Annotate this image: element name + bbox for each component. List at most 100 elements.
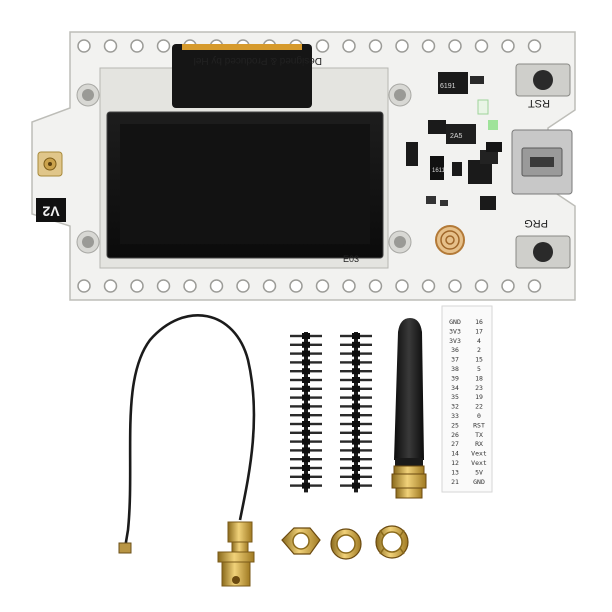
header-pin-block xyxy=(302,456,310,463)
pin-label: 5V xyxy=(475,468,483,476)
pin-label: GND xyxy=(473,478,485,486)
pin-hole xyxy=(183,279,197,293)
header-pin-block xyxy=(352,368,360,375)
pin-label: 36 xyxy=(451,346,459,354)
version-label: V2 xyxy=(42,203,59,219)
pin-hole xyxy=(236,279,250,293)
pin-hole xyxy=(315,39,330,53)
pin-label: 13 xyxy=(451,468,459,476)
pin-label: 4 xyxy=(477,337,481,345)
header-pin-block xyxy=(352,350,360,357)
pin-hole xyxy=(527,279,542,293)
pin-hole xyxy=(501,279,515,293)
ipex-pigtail-cable xyxy=(118,314,256,587)
header-pin-block xyxy=(352,456,360,463)
pin-hole xyxy=(77,39,91,53)
pin-label: 26 xyxy=(451,431,459,439)
pin-label: 39 xyxy=(451,374,459,382)
pin-label: 0 xyxy=(477,412,481,420)
header-pin-block xyxy=(352,359,360,366)
pin-hole xyxy=(130,279,144,293)
header-pin-block xyxy=(302,359,310,366)
header-pin-block xyxy=(302,385,310,392)
pin-label: Vext xyxy=(471,459,487,467)
pin-hole xyxy=(448,39,462,53)
pin-hole xyxy=(103,279,118,293)
pin-label: 3V3 xyxy=(449,327,461,335)
pin-hole xyxy=(395,39,409,53)
header-pin-block xyxy=(302,341,310,348)
pin-hole xyxy=(156,39,171,53)
header-pin-block xyxy=(302,377,310,383)
pin-label: 32 xyxy=(451,403,459,411)
mounting-holes xyxy=(76,83,412,254)
header-pin-block xyxy=(302,482,310,489)
pin-hole xyxy=(156,279,171,293)
ipex-connector xyxy=(118,542,132,554)
header-pin-block xyxy=(302,412,310,419)
chip-mark-3: 1611 xyxy=(432,168,446,174)
header-pin-block xyxy=(302,429,310,436)
pin-hole xyxy=(315,279,330,293)
pin-label: 23 xyxy=(475,384,483,392)
header-pin-block xyxy=(352,421,360,427)
pin-label: 37 xyxy=(451,356,459,364)
header-pin-block xyxy=(302,421,310,427)
ufl-connector xyxy=(37,151,63,177)
pin-hole xyxy=(368,279,383,293)
display-code: E03 xyxy=(343,254,359,264)
pin-hole xyxy=(209,279,224,293)
header-pin-strip-right xyxy=(340,332,372,493)
bottom-pin-holes xyxy=(77,279,542,293)
pin-hole xyxy=(77,279,91,293)
pin-hole xyxy=(262,279,277,293)
pin-label: 25 xyxy=(451,421,459,429)
header-pin-block xyxy=(352,333,360,339)
header-pin-block xyxy=(352,473,360,480)
hex-nut-1 xyxy=(281,527,321,555)
header-pin-block xyxy=(352,447,360,454)
pin-hole xyxy=(501,39,515,53)
pin-label: 34 xyxy=(451,384,459,392)
hex-nut-2 xyxy=(330,528,362,560)
coil-spring xyxy=(435,225,465,255)
header-pin-block xyxy=(302,368,310,375)
pin-label: 14 xyxy=(451,450,459,458)
rst-button[interactable] xyxy=(515,63,571,97)
header-pin-block xyxy=(352,482,360,489)
pin-hole xyxy=(368,39,383,53)
header-pin-block xyxy=(352,385,360,392)
header-pin-block xyxy=(352,341,360,348)
pin-hole xyxy=(342,39,356,53)
prg-label: PRG xyxy=(524,217,548,229)
pin-hole xyxy=(421,279,436,293)
rst-label: RST xyxy=(528,97,550,109)
pin-label: 17 xyxy=(475,327,483,335)
header-pin-block xyxy=(302,403,310,410)
header-pin-block xyxy=(302,473,310,480)
pin-hole xyxy=(103,39,118,53)
header-pin-block xyxy=(302,438,310,445)
pin-label: 12 xyxy=(451,459,459,467)
pin-hole xyxy=(474,279,489,293)
pin-label: 21 xyxy=(451,478,459,486)
pin-label: 3V3 xyxy=(449,337,461,345)
designed-by-text: Designed & Produced by Hel xyxy=(194,55,322,66)
pin-label: RST xyxy=(473,421,485,429)
header-pin-block xyxy=(302,447,310,454)
prg-button[interactable] xyxy=(515,235,571,269)
pin-label: Vext xyxy=(471,450,487,458)
header-pin-block xyxy=(352,403,360,410)
pin-hole xyxy=(130,39,144,53)
lock-washer xyxy=(375,525,409,559)
header-pin-block xyxy=(352,429,360,436)
rubber-duck-antenna xyxy=(391,318,427,499)
lora-board: E03 Designed & Produced by Hel V2 RST PR… xyxy=(31,31,576,301)
micro-usb-port xyxy=(511,129,573,195)
pin-hole xyxy=(527,39,542,53)
pin-hole xyxy=(448,279,462,293)
pin-label: 35 xyxy=(451,393,459,401)
pin-label: GND xyxy=(449,318,461,326)
